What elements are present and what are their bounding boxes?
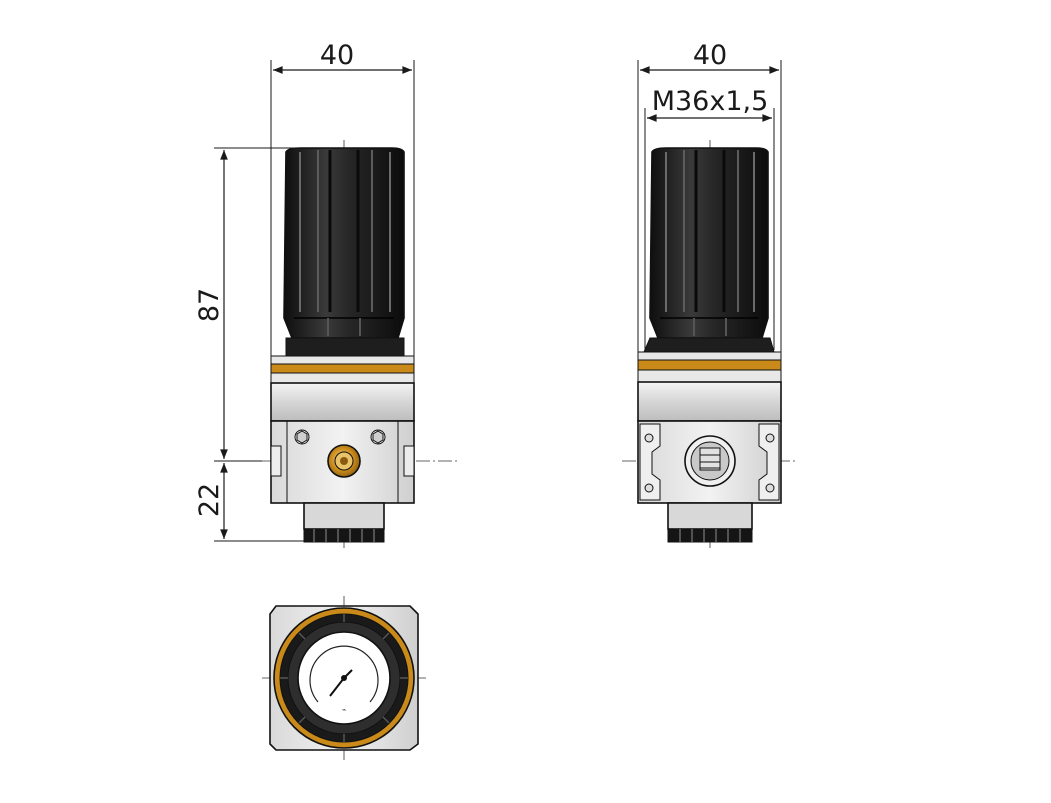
front-ring — [270, 355, 415, 384]
lower-height-label: 22 — [194, 483, 225, 517]
top-view: ⌁ — [262, 596, 426, 760]
side-knob — [643, 147, 775, 353]
side-width-label: 40 — [693, 40, 727, 71]
side-bottom-fitting — [667, 502, 753, 543]
front-view: 40 87 22 — [194, 40, 458, 548]
front-width-label: 40 — [320, 40, 354, 71]
side-port — [684, 435, 736, 487]
front-knob — [283, 147, 405, 357]
upper-height-label: 87 — [194, 288, 225, 322]
side-bonnet — [637, 381, 782, 422]
side-body — [637, 420, 782, 504]
front-body — [270, 420, 415, 504]
svg-text:⌁: ⌁ — [342, 706, 346, 714]
side-view: 40 M36x1,5 — [622, 40, 796, 548]
pressure-gauge-icon: ⌁ — [297, 631, 391, 725]
front-bonnet — [270, 382, 415, 422]
port-icon — [327, 444, 361, 478]
front-bottom-fitting — [303, 502, 385, 543]
side-ring — [637, 351, 782, 383]
thread-label: M36x1,5 — [652, 86, 769, 117]
